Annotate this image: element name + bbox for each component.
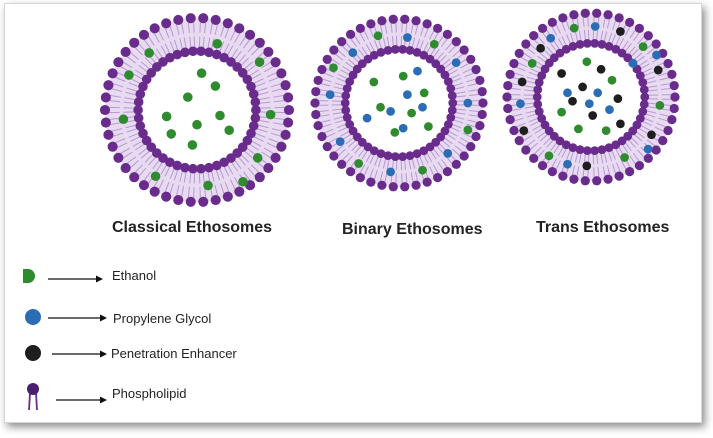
ethanol-label: Ethanol: [112, 268, 157, 283]
classical-ethosome-vesicle: [99, 13, 295, 207]
binary-ethosomes-title: Binary Ethosomes: [342, 221, 483, 238]
penetration-enhancer-icon: [25, 345, 41, 361]
arrow-icon: [48, 314, 107, 322]
classical-ethosomes-title: Classical Ethosomes: [112, 219, 273, 236]
arrow-icon: [56, 396, 107, 404]
propylene-glycol-icon: [25, 309, 41, 325]
phospholipid-label: Phospholipid: [112, 386, 187, 401]
ethanol-icon: [23, 269, 35, 283]
phospholipid-icon: [27, 383, 39, 411]
propylene-glycol-label: Propylene Glycol: [113, 311, 212, 326]
trans-ethosome-vesicle: [502, 8, 680, 186]
trans-ethosomes-title: Trans Ethosomes: [536, 219, 670, 236]
binary-ethosome-vesicle: [310, 14, 488, 192]
arrow-icon: [48, 275, 103, 283]
arrow-icon: [52, 350, 107, 358]
penetration-enhancer-label: Penetration Enhancer: [111, 346, 237, 361]
